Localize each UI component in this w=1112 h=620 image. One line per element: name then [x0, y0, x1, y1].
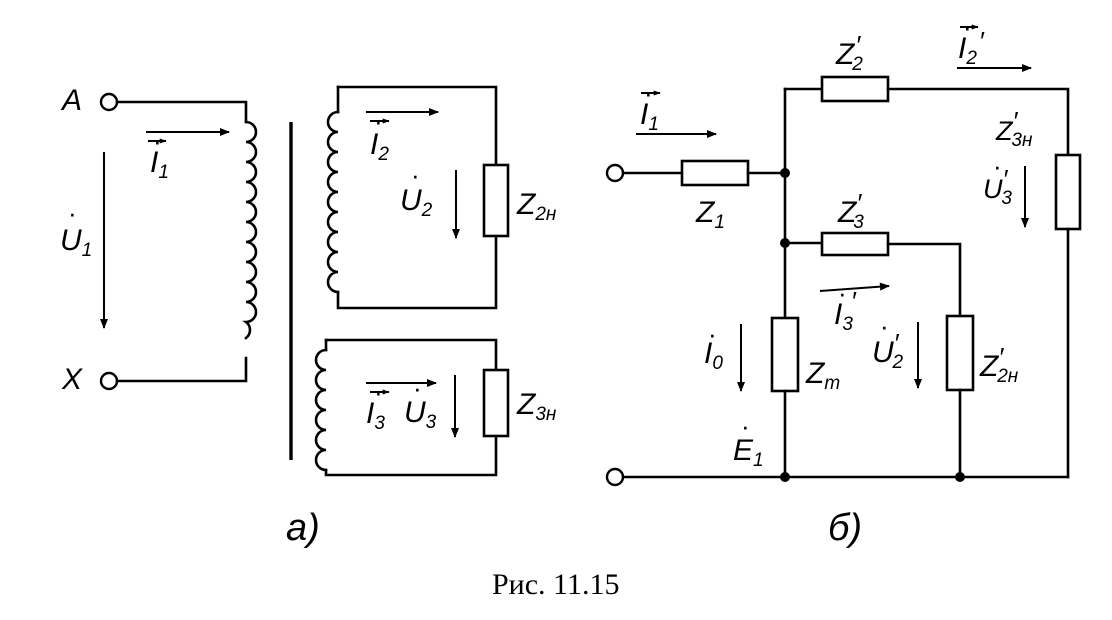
- primary-bottom-wire: [115, 356, 248, 383]
- svg-text:·: ·: [644, 78, 653, 108]
- label-i1-a: · I1: [148, 126, 169, 183]
- load-z2n-resistor: [482, 163, 510, 238]
- label-z2np: Z′2н: [979, 342, 1019, 387]
- label-terminal-x: X: [61, 363, 83, 396]
- svg-text:U′3: U′3: [983, 164, 1012, 209]
- svg-text:I2: I2: [370, 128, 389, 165]
- label-u2p: · U′2: [872, 311, 904, 373]
- svg-text:·: ·: [374, 106, 383, 136]
- label-zm: Zm: [805, 357, 840, 394]
- z2p-resistor: [820, 75, 890, 103]
- svg-text:Z1: Z1: [695, 196, 725, 233]
- schematic-b: [605, 64, 1082, 487]
- node-3: [780, 472, 790, 482]
- label-terminal-a: A: [60, 84, 82, 117]
- label-part-b: б): [828, 507, 862, 549]
- svg-text:·: ·: [741, 411, 750, 441]
- svg-text:Z′3н: Z′3н: [995, 106, 1033, 151]
- input-terminal-top: [605, 163, 625, 183]
- label-i0: · I0: [704, 319, 723, 374]
- label-u3: · U3: [404, 373, 437, 433]
- svg-text:·: ·: [880, 311, 889, 341]
- svg-text:I0: I0: [704, 337, 723, 374]
- label-i3p: · I3′: [834, 278, 857, 335]
- label-u3p: · U′3: [983, 151, 1012, 209]
- svg-text:·: ·: [374, 377, 383, 407]
- svg-text:I1: I1: [150, 146, 169, 183]
- svg-text:Zm: Zm: [805, 357, 840, 394]
- svg-text:Z′2: Z′2: [835, 30, 863, 75]
- wire-z2p-right: [886, 87, 1070, 157]
- label-u2: · U2: [400, 160, 433, 221]
- svg-text:Z3н: Z3н: [516, 388, 557, 425]
- z3np-resistor: [1054, 153, 1082, 231]
- label-i3: · I3: [366, 377, 390, 434]
- secondary2-winding: [326, 110, 340, 294]
- label-z2p: Z′2: [835, 30, 863, 75]
- svg-text:Z′2н: Z′2н: [979, 342, 1019, 387]
- wire-z3p-right: [886, 242, 962, 318]
- svg-text:·: ·: [413, 373, 422, 403]
- z1-resistor: [680, 159, 750, 187]
- svg-text:I2′: I2′: [958, 26, 985, 69]
- label-i2p: · I2′: [958, 12, 985, 69]
- svg-text:I3: I3: [366, 397, 385, 434]
- secondary3-bottom-wire: [324, 434, 498, 477]
- primary-winding: [242, 120, 258, 340]
- label-e1: · E1: [733, 411, 764, 471]
- svg-text:Z′3: Z′3: [837, 188, 864, 233]
- svg-text:U1: U1: [60, 224, 92, 261]
- terminal-a-circle: [99, 92, 119, 112]
- label-z3n: Z3н: [516, 388, 557, 425]
- svg-text:U′2: U′2: [872, 328, 904, 373]
- load-z3n-resistor: [482, 368, 510, 438]
- secondary3-winding: [314, 348, 328, 472]
- label-z3np: Z′3н: [995, 106, 1033, 151]
- zm-resistor: [770, 316, 800, 393]
- svg-text:·: ·: [153, 126, 162, 156]
- label-z1: Z1: [695, 196, 725, 233]
- arrow-i3p: [819, 282, 890, 292]
- svg-text:U2: U2: [400, 184, 433, 221]
- svg-text:·: ·: [411, 160, 420, 190]
- schematic-a: [99, 85, 510, 477]
- svg-text:·: ·: [68, 198, 77, 228]
- label-z2n: Z2н: [516, 188, 557, 225]
- label-part-a: а): [286, 507, 320, 549]
- label-u1: · U1: [60, 198, 92, 261]
- svg-text:·: ·: [708, 319, 717, 349]
- label-i2: · I2: [370, 106, 390, 165]
- figure-caption: Рис. 11.15: [492, 568, 619, 601]
- svg-text:I1: I1: [640, 98, 659, 135]
- secondary2-top-wire: [336, 85, 498, 167]
- label-i1-b: · I1: [640, 78, 661, 135]
- svg-text:E1: E1: [733, 434, 764, 471]
- node-1: [780, 168, 790, 178]
- secondary3-top-wire: [324, 338, 498, 372]
- primary-top-wire: [115, 100, 248, 124]
- input-terminal-bottom: [605, 467, 625, 487]
- svg-text:·: ·: [963, 12, 972, 42]
- secondary2-bottom-wire: [336, 234, 498, 310]
- svg-text:Z2н: Z2н: [516, 188, 557, 225]
- z3p-resistor: [820, 231, 890, 257]
- z2np-resistor: [945, 314, 975, 392]
- svg-text:·: ·: [838, 278, 847, 308]
- label-z3p: Z′3: [837, 188, 864, 233]
- svg-text:U3: U3: [404, 396, 437, 433]
- node-2: [780, 238, 790, 248]
- svg-text:·: ·: [993, 151, 1002, 181]
- svg-text:I3′: I3′: [834, 286, 857, 335]
- terminal-x-circle: [99, 371, 119, 391]
- node-4: [955, 472, 965, 482]
